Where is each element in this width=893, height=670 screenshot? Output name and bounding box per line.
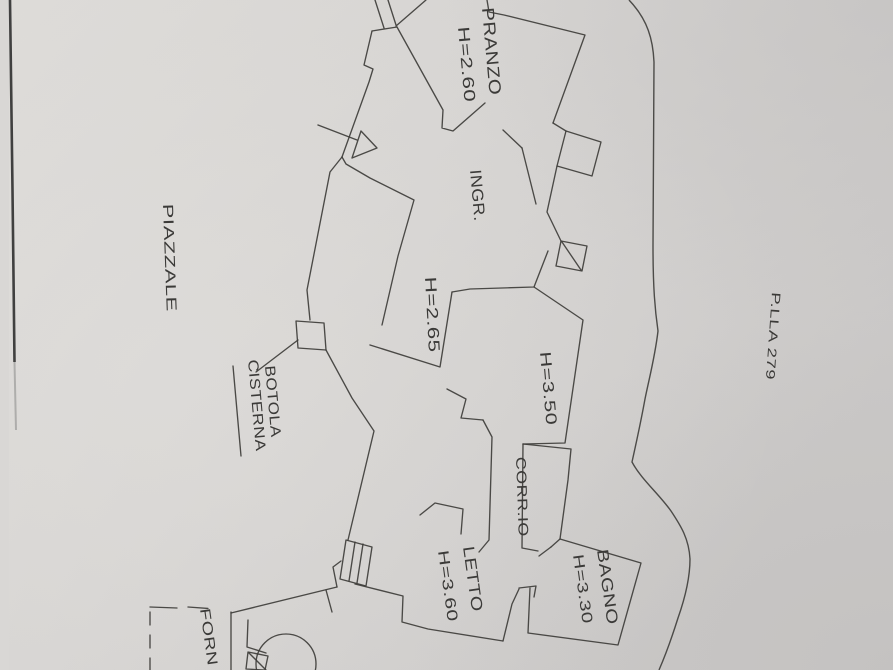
cisterna-underline	[232, 365, 242, 457]
wall-room350-north	[451, 250, 549, 293]
entrance-arrow-icon	[317, 124, 378, 159]
wall-ingresso-west	[341, 156, 415, 326]
oven-square	[245, 651, 269, 670]
wall-door-hook	[518, 585, 537, 598]
dashed-corner	[149, 606, 178, 609]
wall-letto-south	[354, 583, 504, 642]
height-label-350: H=3.50	[536, 351, 559, 426]
wall-bagno	[527, 538, 642, 646]
area-label-piazzale: PIAZZALE	[159, 204, 179, 312]
wall-west-lower	[306, 156, 343, 321]
wall-east-mid	[546, 165, 562, 242]
wall-pranzo-west	[396, 26, 486, 132]
wall-square-room-link	[552, 122, 567, 132]
oven-circle	[255, 633, 317, 670]
height-label-265: H=2.65	[421, 276, 442, 353]
wall-oven-right	[325, 589, 333, 613]
wall-oven-top	[230, 586, 338, 614]
dashed-horizontal	[187, 606, 217, 610]
wall-west-upper	[341, 30, 374, 158]
room-labels: PRANZO H=2.60 INGR. H=2.65 H=3.50 CORR.I…	[159, 7, 783, 667]
building-walls	[230, 0, 642, 670]
wall-letto-north-notch	[419, 502, 464, 535]
wall-letto-east	[502, 588, 520, 642]
label-forno: FORN	[196, 607, 220, 667]
wall-ingresso-east	[521, 147, 537, 205]
wall-room350-east	[522, 286, 584, 445]
page-edge	[0, 0, 17, 670]
height-label-pranzo: H=2.60	[454, 26, 478, 103]
wall-oven-steps	[246, 619, 267, 654]
room-label-ingresso: INGR.	[466, 169, 487, 222]
wall-pranzo-nw	[395, 0, 427, 27]
wall-square-room	[556, 130, 602, 177]
hatched-square	[555, 240, 588, 272]
page-edge-line	[8, 0, 16, 363]
wall-pranzo-east	[486, 0, 586, 124]
wall-corridor-outer	[522, 443, 572, 540]
wall-pranzo-door-jamb	[502, 129, 523, 149]
label-botola: BOTOLA	[261, 365, 283, 438]
page-edge-margin	[0, 0, 9, 670]
oven-square-diagonal	[248, 652, 267, 670]
wall-corridor-east	[521, 443, 539, 552]
parcel-boundary-line	[628, 0, 691, 670]
entrance-arrow-shaft	[317, 124, 358, 141]
page-edge-line-fade	[13, 361, 17, 431]
wall-southwest	[325, 349, 375, 541]
wall-room350-door	[446, 388, 484, 421]
entrance-arrow-head	[351, 130, 378, 159]
hatched-square-diagonal	[561, 241, 582, 271]
dashed-boundary	[149, 606, 217, 670]
slat-box-line2	[356, 543, 364, 584]
parcel-number-label: P.LLA 279	[763, 292, 783, 381]
label-cisterna: CISTERNA	[244, 359, 268, 452]
wall-top-door	[371, 0, 398, 32]
botola-leader-line	[255, 339, 299, 373]
slat-box-line1	[348, 541, 356, 582]
wall-corridor-west	[478, 419, 493, 553]
wall-slat-link	[332, 560, 342, 588]
wall-bagno-jamb	[538, 546, 552, 557]
room-label-corridoio: CORR.IO	[513, 457, 532, 538]
wall-room265	[369, 291, 453, 368]
